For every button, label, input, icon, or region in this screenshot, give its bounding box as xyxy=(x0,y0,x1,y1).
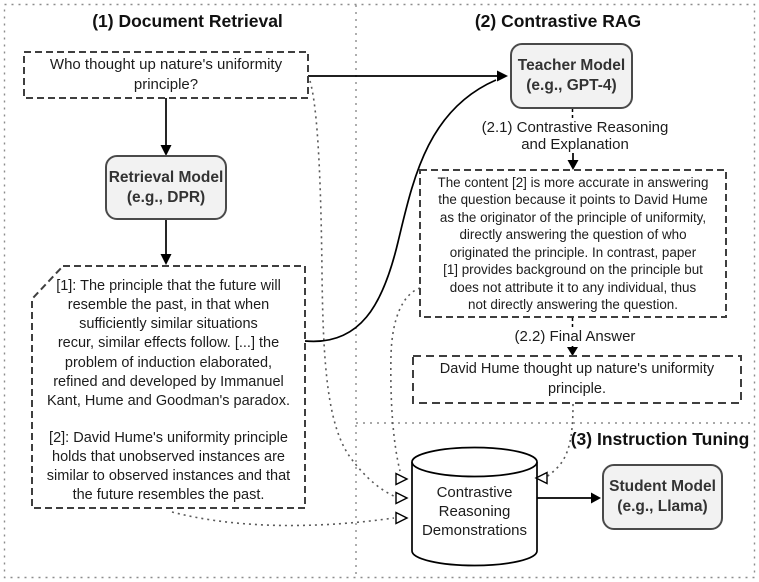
database-cylinder-body xyxy=(411,462,538,567)
explanation-box-outline xyxy=(419,169,727,318)
retrieval-model-label: Retrieval Model (e.g., DPR) xyxy=(109,168,224,208)
connector-answer-to-db xyxy=(544,403,574,479)
teacher-model-example: (e.g., GPT-4) xyxy=(526,77,617,94)
step-2-2-label: (2.2) Final Answer xyxy=(514,328,636,345)
step-2-1-label: (2.1) Contrastive Reasoning and Explanat… xyxy=(481,119,669,153)
student-model-label: Student Model (e.g., Llama) xyxy=(609,477,716,517)
arrowhead xyxy=(497,70,508,82)
curve-documents-to-teacher xyxy=(304,79,497,343)
question-box-outline xyxy=(23,51,309,99)
connector-documents-to-db xyxy=(171,511,395,527)
arrowhead xyxy=(160,254,172,265)
documents-passage-1: [1]: The principle that the future will … xyxy=(47,278,290,409)
retrieval-model-name: Retrieval Model xyxy=(108,168,224,186)
outer-border xyxy=(3,3,756,579)
open-arrowhead-answer xyxy=(534,471,548,485)
answer-box-outline xyxy=(412,355,742,404)
demonstrations-db-label: Contrastive Reasoning Demonstrations xyxy=(421,484,528,539)
arrowhead xyxy=(567,347,578,356)
teacher-model-label: Teacher Model (e.g., GPT-4) xyxy=(518,56,625,96)
student-model-example: (e.g., Llama) xyxy=(617,498,708,515)
section-2-title: (2) Contrastive RAG xyxy=(474,11,642,31)
arrowhead xyxy=(160,145,172,156)
documents-box-outline xyxy=(31,265,306,509)
database-cylinder-top xyxy=(411,446,538,478)
teacher-model-node: Teacher Model (e.g., GPT-4) xyxy=(510,43,633,109)
open-arrowhead-explanation xyxy=(395,472,409,486)
open-arrowhead-question xyxy=(395,491,409,505)
question-node: Who thought up nature's uniformity princ… xyxy=(49,56,283,93)
student-model-node: Student Model (e.g., Llama) xyxy=(602,464,723,530)
connector-question-to-db xyxy=(309,80,397,498)
open-arrowhead-documents xyxy=(395,511,409,525)
student-model-name: Student Model xyxy=(609,478,716,496)
documents-passage-2: [2]: David Hume's uniformity principle h… xyxy=(46,430,291,504)
retrieval-model-node: Retrieval Model (e.g., DPR) xyxy=(105,155,227,220)
arrowhead xyxy=(567,160,579,170)
retrieval-model-example: (e.g., DPR) xyxy=(126,188,206,206)
connector-explanation-to-db xyxy=(390,287,421,472)
teacher-model-name: Teacher Model xyxy=(517,57,626,75)
final-answer-node: David Hume thought up nature's uniformit… xyxy=(439,361,715,397)
section-3-title: (3) Instruction Tuning xyxy=(570,429,750,449)
arrowhead xyxy=(591,492,601,504)
explanation-node: The content [2] is more accurate in answ… xyxy=(437,175,709,312)
section-1-title: (1) Document Retrieval xyxy=(92,11,283,31)
